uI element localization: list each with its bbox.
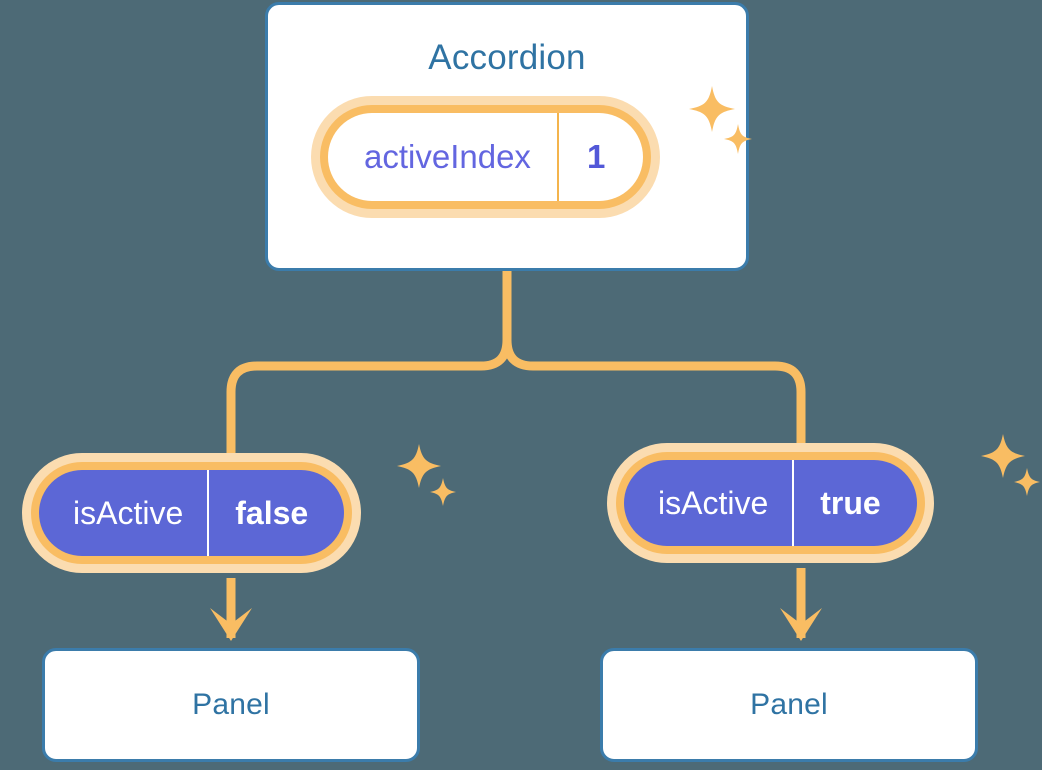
state-pill-isactive-false[interactable]: isActive false <box>22 453 362 573</box>
state-key-isactive-left: isActive <box>39 470 210 556</box>
state-key-isactive-right: isActive <box>624 460 795 546</box>
state-value-isactive-right: true <box>820 484 881 521</box>
state-value-isactive-left: false <box>235 494 309 531</box>
component-card-panel-left[interactable]: Panel <box>42 648 420 762</box>
state-pill-activeindex[interactable]: activeIndex 1 <box>311 96 661 218</box>
component-title-panel-right: Panel <box>750 688 828 721</box>
state-pill-ring: isActive false <box>31 462 353 564</box>
component-card-panel-right[interactable]: Panel <box>600 648 978 762</box>
state-value-activeindex: 1 <box>586 138 606 175</box>
state-pill-isactive-true[interactable]: isActive true <box>607 443 934 563</box>
state-pill-body: activeIndex 1 <box>328 113 644 201</box>
state-pill-body: isActive true <box>624 460 917 546</box>
state-pill-body: isActive false <box>39 470 345 556</box>
state-pill-ring: isActive true <box>616 452 925 554</box>
component-title-panel-left: Panel <box>192 688 270 721</box>
state-key-activeindex: activeIndex <box>328 113 559 201</box>
arrow-down-icon-right <box>780 568 822 641</box>
component-title-accordion: Accordion <box>428 38 586 77</box>
state-pill-ring: activeIndex 1 <box>320 105 652 209</box>
connector-branch-right <box>502 335 806 457</box>
arrow-down-icon-left <box>210 578 252 641</box>
connector-branch-left <box>226 335 512 467</box>
